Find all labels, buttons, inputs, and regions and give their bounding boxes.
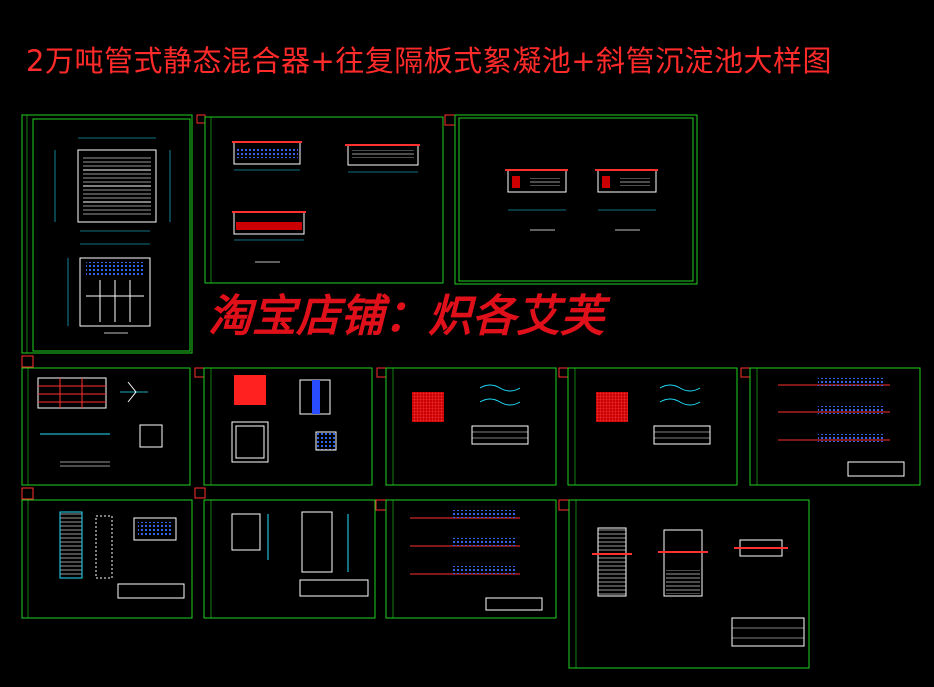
- sheet-detail-2: [194, 367, 373, 486]
- sheet-detail-9: [558, 499, 810, 669]
- drawing-set-title: 2万吨管式静态混合器+往复隔板式絮凝池+斜管沉淀池大样图: [26, 44, 833, 78]
- sheet-sections-2: [444, 114, 698, 285]
- sheet-plan-overview: [21, 114, 193, 354]
- sheet-detail-1: [21, 355, 191, 486]
- shop-watermark: 淘宝店铺：炽各艾芙: [208, 291, 604, 342]
- sheet-detail-4: [558, 367, 738, 486]
- sheet-detail-3: [376, 367, 557, 486]
- sheet-detail-7: [194, 487, 376, 619]
- sheet-detail-8: [375, 499, 557, 619]
- sheet-detail-5: [740, 367, 921, 486]
- sheet-sections-1: [196, 114, 444, 284]
- sheet-detail-6: [21, 487, 193, 619]
